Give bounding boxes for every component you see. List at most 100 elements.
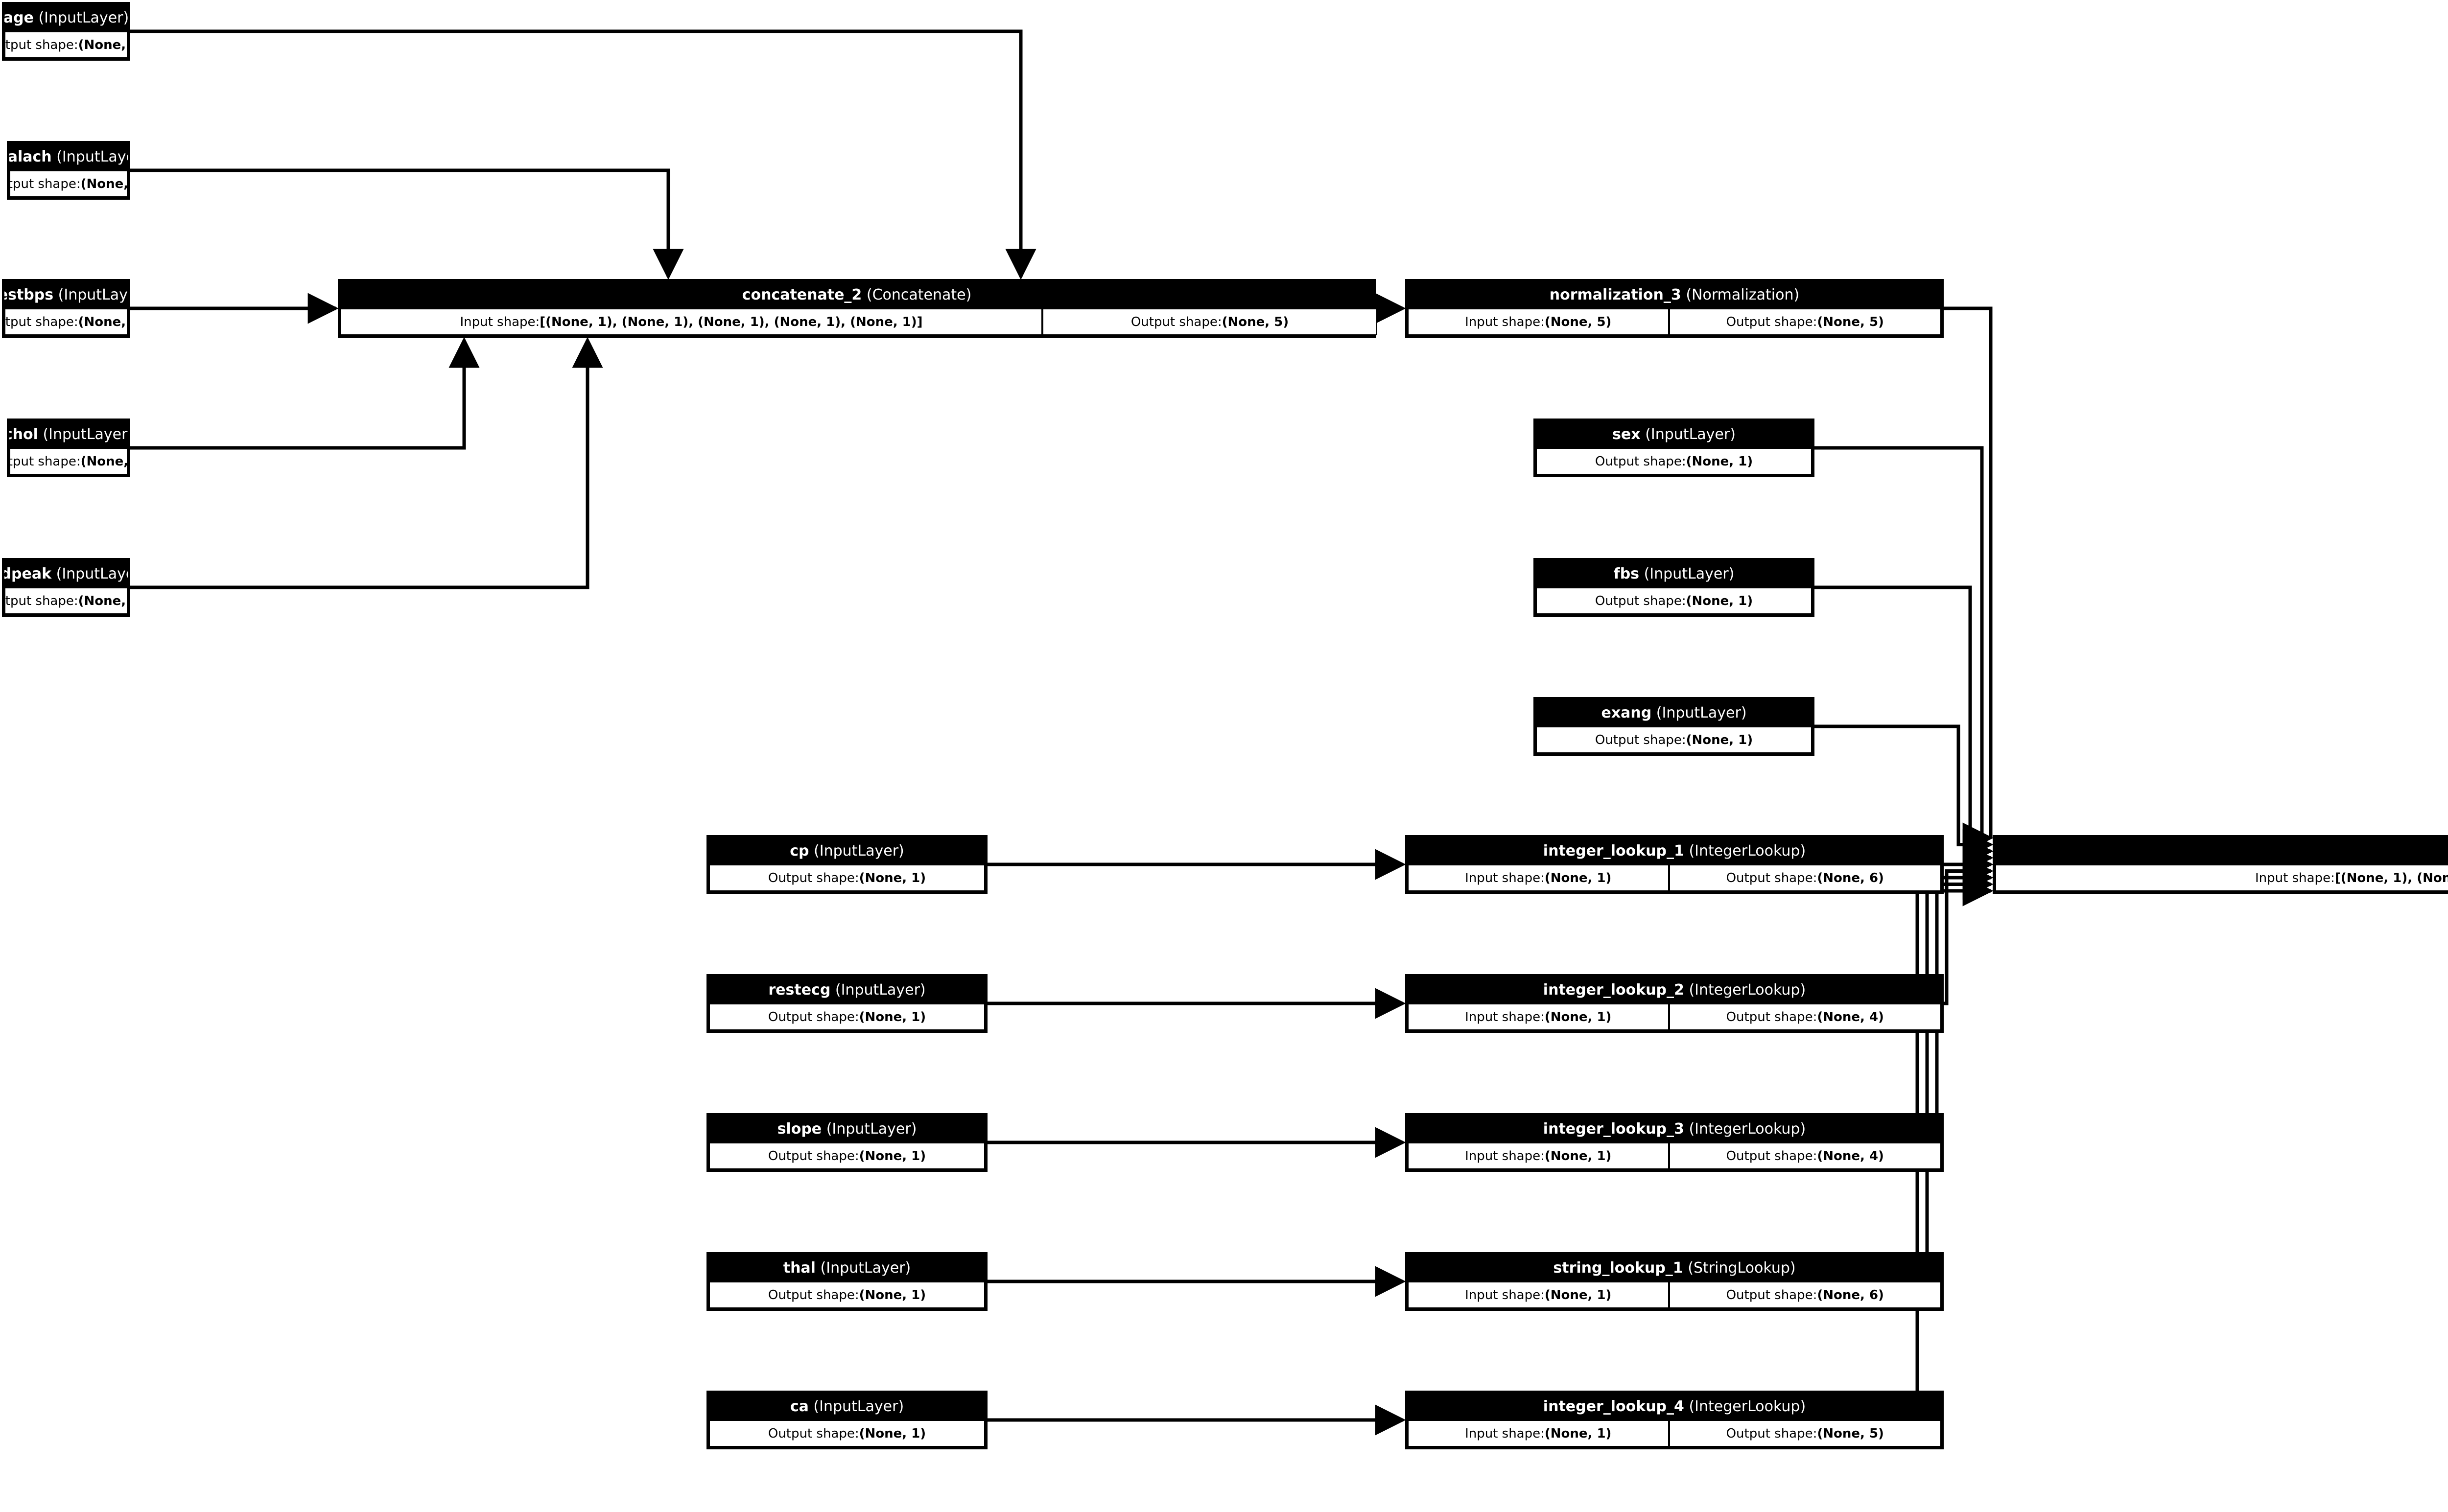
input-shape-label: Input shape: (1465, 314, 1545, 329)
edge-path (130, 29, 1036, 280)
node-type-string_lookup_1: (StringLookup) (1688, 1259, 1796, 1277)
node-concatenate_3[interactable]: concatenate_3 (Concatenate)Input shape: … (1993, 835, 2448, 894)
node-integer_lookup_1[interactable]: integer_lookup_1 (IntegerLookup)Input sh… (1405, 835, 1944, 894)
node-input-shape-integer_lookup_1: Input shape: (None, 1) (1408, 864, 1669, 891)
output-shape-label: Output shape: (1130, 314, 1222, 329)
output-shape-label: Output shape: (768, 1009, 859, 1024)
output-shape-label: Output shape: (1595, 454, 1686, 469)
output-shape-value: (None, 1) (80, 454, 128, 469)
node-name-oldpeak: oldpeak (4, 565, 52, 582)
node-name-age: age (4, 9, 34, 26)
node-output-shape-cp: Output shape: (None, 1) (709, 864, 985, 891)
input-shape-value: [(None, 1), (None, 1), (None, 1), (None,… (540, 314, 923, 329)
edge-path (1814, 724, 1994, 860)
node-thalach[interactable]: thalach (InputLayer)Output shape: (None,… (7, 141, 130, 200)
node-chol[interactable]: chol (InputLayer)Output shape: (None, 1) (7, 419, 130, 477)
node-type-chol: (InputLayer) (43, 426, 128, 443)
node-title-exang: exang (InputLayer) (1536, 699, 1812, 726)
node-name-integer_lookup_1: integer_lookup_1 (1543, 842, 1684, 860)
node-restecg[interactable]: restecg (InputLayer)Output shape: (None,… (706, 974, 988, 1033)
output-shape-label: Output shape: (5, 593, 78, 608)
node-input-shape-integer_lookup_3: Input shape: (None, 1) (1408, 1142, 1669, 1169)
input-shape-value: (None, 1) (1544, 870, 1612, 885)
node-shapes-ca: Output shape: (None, 1) (709, 1420, 985, 1447)
output-shape-label: Output shape: (768, 870, 859, 885)
input-shape-label: Input shape: (1465, 1148, 1545, 1163)
node-output-shape-fbs: Output shape: (None, 1) (1536, 587, 1812, 614)
edge-path (1944, 306, 2006, 841)
node-shapes-trestbps: Output shape: (None, 1) (4, 308, 128, 335)
node-title-integer_lookup_2: integer_lookup_2 (IntegerLookup) (1408, 977, 1941, 1003)
node-output-shape-exang: Output shape: (None, 1) (1536, 726, 1812, 753)
node-type-age: (InputLayer) (38, 9, 128, 26)
edge-path (1935, 862, 1994, 1144)
output-shape-value: (None, 6) (1817, 1287, 1884, 1303)
node-type-cp: (InputLayer) (814, 842, 904, 860)
node-output-shape-thalach: Output shape: (None, 1) (9, 170, 128, 197)
node-output-shape-thal: Output shape: (None, 1) (709, 1281, 985, 1308)
node-oldpeak[interactable]: oldpeak (InputLayer)Output shape: (None,… (2, 558, 130, 617)
node-shapes-integer_lookup_3: Input shape: (None, 1)Output shape: (Non… (1408, 1142, 1942, 1169)
node-age[interactable]: age (InputLayer)Output shape: (None, 1) (2, 2, 130, 61)
node-shapes-thalach: Output shape: (None, 1) (9, 170, 128, 197)
node-title-concatenate_3: concatenate_3 (Concatenate) (1995, 837, 2448, 864)
node-title-string_lookup_1: string_lookup_1 (StringLookup) (1408, 1255, 1941, 1281)
node-string_lookup_1[interactable]: string_lookup_1 (StringLookup)Input shap… (1405, 1252, 1944, 1311)
node-type-trestbps: (InputLayer) (58, 286, 128, 303)
output-shape-value: (None, 4) (1817, 1009, 1884, 1024)
node-output-shape-concatenate_2: Output shape: (None, 5) (1042, 308, 1377, 335)
node-type-ca: (InputLayer) (813, 1398, 904, 1415)
node-integer_lookup_4[interactable]: integer_lookup_4 (IntegerLookup)Input sh… (1405, 1391, 1944, 1449)
node-ca[interactable]: ca (InputLayer)Output shape: (None, 1) (706, 1391, 988, 1449)
node-name-slope: slope (777, 1120, 822, 1138)
node-title-thalach: thalach (InputLayer) (9, 143, 128, 170)
node-cp[interactable]: cp (InputLayer)Output shape: (None, 1) (706, 835, 988, 894)
node-trestbps[interactable]: trestbps (InputLayer)Output shape: (None… (2, 279, 130, 338)
node-shapes-restecg: Output shape: (None, 1) (709, 1003, 985, 1030)
node-type-normalization_3: (Normalization) (1686, 286, 1800, 303)
node-name-string_lookup_1: string_lookup_1 (1553, 1259, 1683, 1277)
node-thal[interactable]: thal (InputLayer)Output shape: (None, 1) (706, 1252, 988, 1311)
output-shape-value: (None, 1) (859, 1426, 926, 1441)
node-exang[interactable]: exang (InputLayer)Output shape: (None, 1… (1533, 697, 1814, 756)
edge-path (130, 168, 684, 280)
node-name-integer_lookup_2: integer_lookup_2 (1543, 981, 1684, 999)
output-shape-value: (None, 6) (1817, 870, 1884, 885)
node-output-shape-sex: Output shape: (None, 1) (1536, 448, 1812, 475)
node-title-slope: slope (InputLayer) (709, 1116, 985, 1142)
node-concatenate_2[interactable]: concatenate_2 (Concatenate)Input shape: … (338, 279, 1377, 338)
output-shape-value: (None, 1) (1686, 732, 1753, 747)
node-shapes-string_lookup_1: Input shape: (None, 1)Output shape: (Non… (1408, 1281, 1942, 1308)
node-normalization_3[interactable]: normalization_3 (Normalization)Input sha… (1405, 279, 1944, 338)
node-type-integer_lookup_3: (IntegerLookup) (1689, 1120, 1806, 1138)
node-output-shape-oldpeak: Output shape: (None, 1) (4, 587, 128, 614)
node-shapes-normalization_3: Input shape: (None, 5)Output shape: (Non… (1408, 308, 1942, 335)
node-title-thal: thal (InputLayer) (709, 1255, 985, 1281)
node-sex[interactable]: sex (InputLayer)Output shape: (None, 1) (1533, 419, 1814, 477)
node-title-age: age (InputLayer) (4, 4, 128, 31)
node-output-shape-integer_lookup_3: Output shape: (None, 4) (1669, 1142, 1942, 1169)
node-fbs[interactable]: fbs (InputLayer)Output shape: (None, 1) (1533, 558, 1814, 617)
node-output-shape-age: Output shape: (None, 1) (4, 31, 128, 58)
node-slope[interactable]: slope (InputLayer)Output shape: (None, 1… (706, 1113, 988, 1172)
node-shapes-thal: Output shape: (None, 1) (709, 1281, 985, 1308)
edge-path (130, 337, 603, 589)
node-name-integer_lookup_4: integer_lookup_4 (1543, 1398, 1684, 1415)
node-title-trestbps: trestbps (InputLayer) (4, 281, 128, 308)
output-shape-label: Output shape: (1726, 1148, 1817, 1163)
node-input-shape-normalization_3: Input shape: (None, 5) (1408, 308, 1669, 335)
node-shapes-age: Output shape: (None, 1) (4, 31, 128, 58)
node-title-oldpeak: oldpeak (InputLayer) (4, 560, 128, 587)
node-output-shape-integer_lookup_2: Output shape: (None, 4) (1669, 1003, 1942, 1030)
node-shapes-concatenate_3: Input shape: [(None, 1), (None, 1), (Non… (1995, 864, 2448, 891)
node-integer_lookup_3[interactable]: integer_lookup_3 (IntegerLookup)Input sh… (1405, 1113, 1944, 1172)
output-shape-value: (None, 1) (859, 870, 926, 885)
output-shape-value: (None, 1) (859, 1148, 926, 1163)
output-shape-label: Output shape: (5, 37, 78, 52)
node-type-sex: (InputLayer) (1645, 426, 1736, 443)
node-integer_lookup_2[interactable]: integer_lookup_2 (IntegerLookup)Input sh… (1405, 974, 1944, 1033)
input-shape-label: Input shape: (460, 314, 540, 329)
node-shapes-integer_lookup_2: Input shape: (None, 1)Output shape: (Non… (1408, 1003, 1942, 1030)
edge-path (1814, 446, 1994, 873)
node-shapes-integer_lookup_4: Input shape: (None, 1)Output shape: (Non… (1408, 1420, 1942, 1447)
